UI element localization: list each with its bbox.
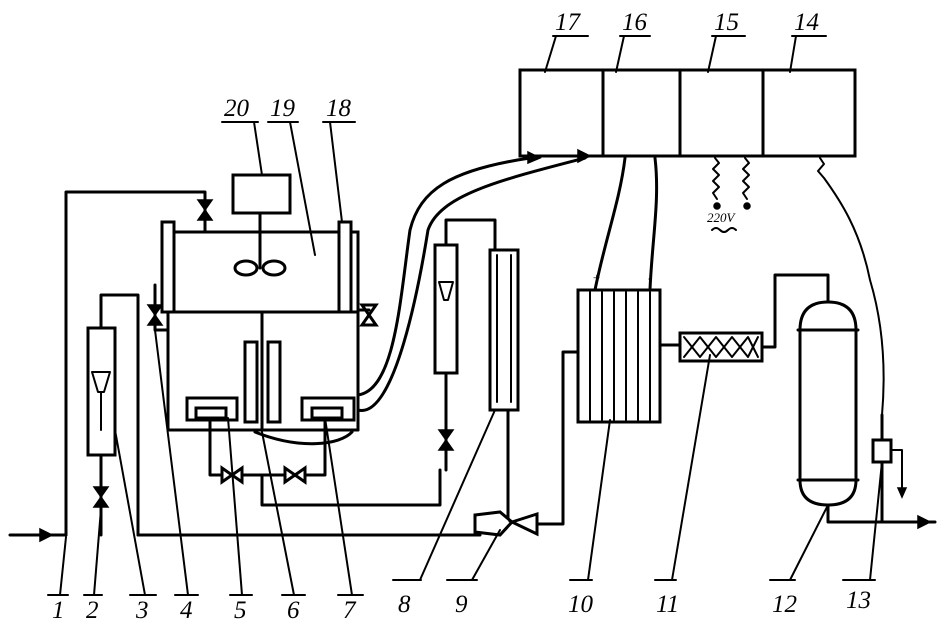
label-8: 8 <box>398 591 411 618</box>
cables <box>255 150 884 444</box>
label-7: 7 <box>343 597 357 624</box>
control-cabinet <box>520 70 855 156</box>
stirrer-motor <box>233 175 290 275</box>
valve-manifold-left <box>222 468 242 482</box>
label-9: 9 <box>455 591 468 618</box>
bottom-manifold <box>210 420 440 505</box>
power-label: 220V <box>707 210 737 225</box>
valve-rotameter-8 <box>439 430 453 450</box>
valve-manifold-right <box>285 468 305 482</box>
label-5: 5 <box>234 597 247 624</box>
separator <box>798 302 935 528</box>
power-wave <box>712 228 736 232</box>
column-9 <box>490 250 518 520</box>
label-11: 11 <box>656 591 679 618</box>
electrode-7 <box>302 398 354 420</box>
label-14: 14 <box>794 9 819 36</box>
label-17: 17 <box>555 9 582 36</box>
rotameter-8 <box>435 220 495 470</box>
label-1: 1 <box>52 597 65 624</box>
label-19: 19 <box>270 95 296 122</box>
inner-tubes <box>245 342 280 422</box>
label-12: 12 <box>772 591 797 618</box>
label-6: 6 <box>287 597 300 624</box>
label-10: 10 <box>568 591 594 618</box>
label-13: 13 <box>846 587 871 614</box>
valve-top <box>198 200 212 220</box>
label-20: 20 <box>224 95 250 122</box>
valve-inlet <box>94 487 108 507</box>
number-labels: 1 2 3 4 5 6 7 8 9 10 11 12 13 14 15 16 1… <box>52 9 871 624</box>
pump <box>475 352 580 535</box>
static-mixer <box>680 275 828 361</box>
label-15: 15 <box>714 9 739 36</box>
leader-lines <box>48 36 882 595</box>
plus-terminal: + <box>592 270 601 285</box>
label-2: 2 <box>86 597 99 624</box>
label-4: 4 <box>180 597 193 624</box>
label-16: 16 <box>622 9 648 36</box>
label-3: 3 <box>135 597 149 624</box>
valves <box>94 200 453 507</box>
valve-right-reactor <box>358 305 376 325</box>
electrode-5 <box>187 398 237 420</box>
label-18: 18 <box>326 95 352 122</box>
sensor <box>873 415 906 522</box>
electrolyser <box>578 290 680 422</box>
valve-left-reactor <box>148 305 162 325</box>
minus-terminal: - <box>648 270 652 285</box>
